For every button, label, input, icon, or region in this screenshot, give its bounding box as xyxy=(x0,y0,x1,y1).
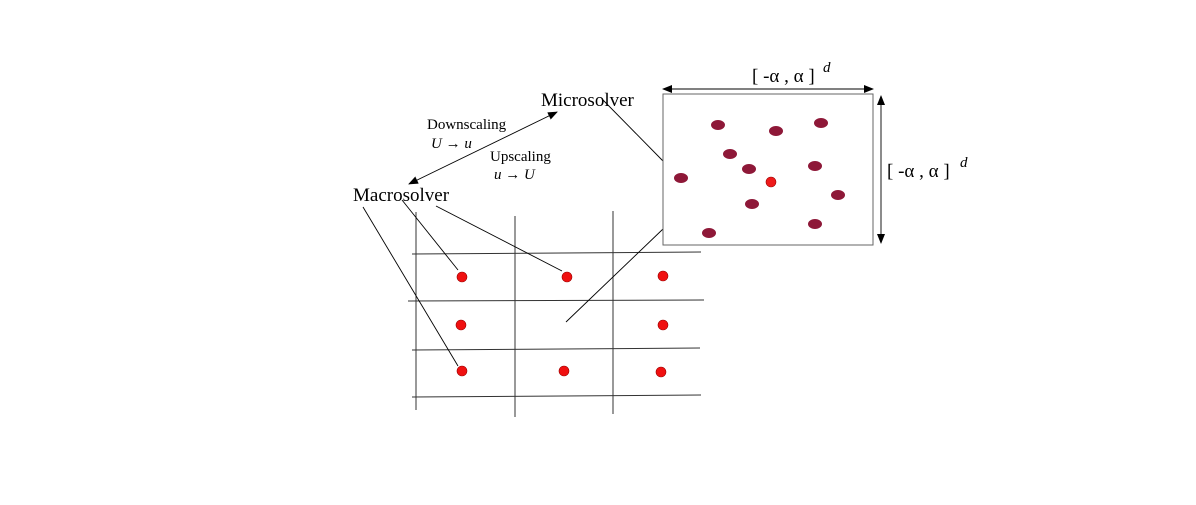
domain-width-label: [ -α , α ] xyxy=(752,66,815,87)
micro-domain-box xyxy=(662,93,874,246)
micro-particle xyxy=(831,190,845,200)
microsolver-link xyxy=(602,99,664,162)
macro-point xyxy=(657,319,669,331)
macrosolver-link-top-middle xyxy=(435,205,563,272)
micro-particle xyxy=(769,126,783,136)
domain-height-exponent: d xyxy=(960,155,968,171)
macro-point xyxy=(657,270,669,282)
micro-particle xyxy=(711,120,725,130)
micro-center-point xyxy=(765,176,777,188)
macro-grid xyxy=(407,211,705,417)
macro-points xyxy=(455,270,669,378)
macro-point xyxy=(655,366,667,378)
connector-lines xyxy=(362,99,664,367)
macrosolver-link-bottom-left xyxy=(362,206,459,367)
micro-particle xyxy=(742,164,756,174)
macro-point xyxy=(558,365,570,377)
micro-particle xyxy=(674,173,688,183)
downscaling-map-label: U → u xyxy=(431,136,472,152)
downscaling-label: Downscaling xyxy=(427,117,507,133)
micro-particle xyxy=(745,199,759,209)
macro-point xyxy=(561,271,573,283)
micro-particle xyxy=(723,149,737,159)
macro-point xyxy=(456,271,468,283)
down-up-scaling-arrow xyxy=(408,111,558,185)
domain-height-label: [ -α , α ] xyxy=(887,161,950,182)
micro-particle xyxy=(808,219,822,229)
zoom-link xyxy=(565,228,664,323)
macro-point xyxy=(456,365,468,377)
microsolver-label: Microsolver xyxy=(541,90,635,111)
upscaling-label: Upscaling xyxy=(490,149,551,165)
micro-particle xyxy=(814,118,828,128)
micro-particles xyxy=(674,118,845,238)
macrosolver-link-top-left xyxy=(401,199,459,271)
upscaling-map-label: u → U xyxy=(494,167,536,183)
domain-width-exponent: d xyxy=(823,60,831,76)
micro-particle xyxy=(808,161,822,171)
macro-point xyxy=(455,319,467,331)
micro-particle xyxy=(702,228,716,238)
macrosolver-label: Macrosolver xyxy=(353,185,450,206)
